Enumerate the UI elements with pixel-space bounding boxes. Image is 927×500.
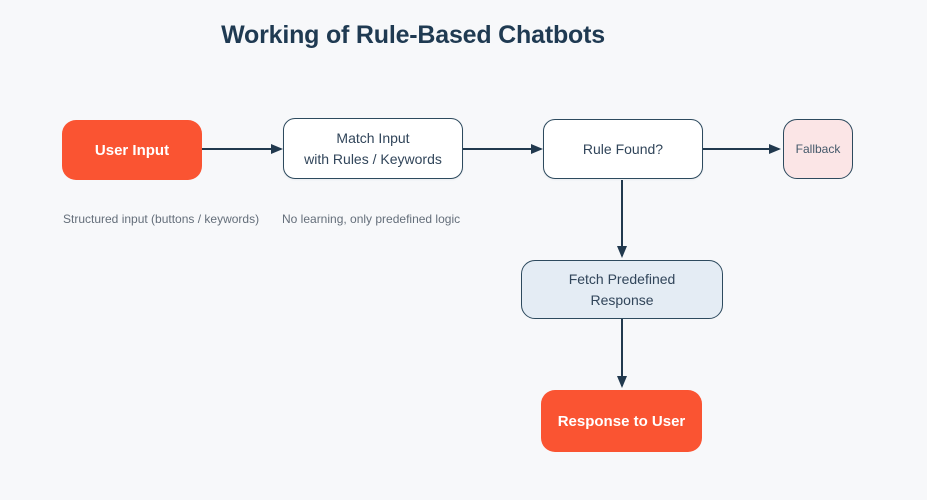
node-label-line1: Match Input [336, 129, 410, 146]
node-label: User Input [94, 141, 170, 159]
node-match-input: Match Input with Rules / Keywords [283, 118, 463, 179]
node-user-input: User Input [62, 120, 202, 180]
annotation-structured-input: Structured input (buttons / keywords) [63, 212, 260, 226]
node-label-line2: Response [590, 291, 654, 308]
node-label: Response to User [557, 412, 686, 430]
node-label-line2: with Rules / Keywords [304, 150, 442, 167]
node-fallback: Fallback [783, 119, 853, 179]
node-label: Fallback [795, 141, 841, 156]
node-label-line1: Fetch Predefined [568, 270, 676, 287]
annotation-no-learning: No learning, only predefined logic [282, 212, 461, 226]
node-label: Rule Found? [582, 140, 664, 157]
diagram-title: Working of Rule-Based Chatbots [221, 21, 605, 49]
node-rule-found: Rule Found? [543, 119, 703, 179]
node-fetch-response: Fetch Predefined Response [521, 260, 723, 319]
node-response-to-user: Response to User [541, 390, 702, 452]
